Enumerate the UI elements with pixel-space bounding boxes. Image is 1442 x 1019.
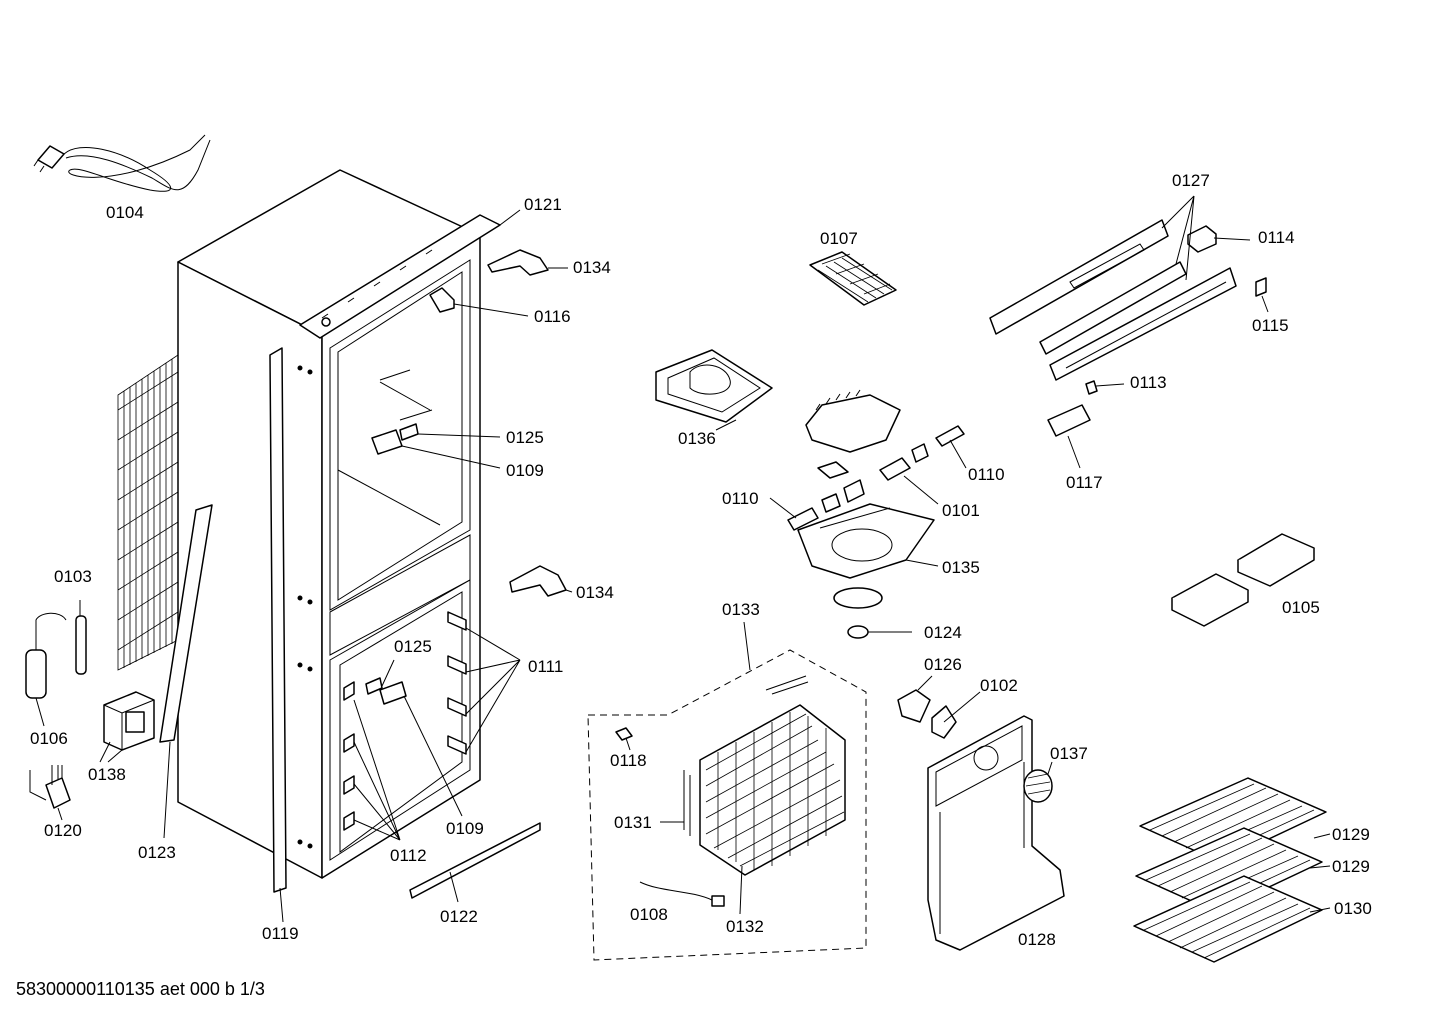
holder-0125-lower: [365, 677, 383, 695]
wire-shelves: [1133, 777, 1327, 963]
label-0110-left: 0110: [722, 489, 759, 508]
cover-0109-lower: [379, 681, 407, 705]
label-0138: 0138: [88, 765, 126, 784]
fan-hub-0124: [847, 625, 869, 639]
rails-0127: [989, 219, 1237, 381]
cabinet-drawing: [177, 169, 501, 893]
label-0125-upper: 0125: [506, 428, 544, 447]
label-0129-mid: 0129: [1332, 857, 1370, 876]
label-0104: 0104: [106, 203, 144, 222]
label-0116: 0116: [534, 307, 571, 326]
cable-0108: [639, 881, 713, 901]
label-0111: 0111: [528, 657, 563, 676]
label-0136: 0136: [678, 429, 716, 448]
label-0131: 0131: [614, 813, 652, 832]
part-0126: [897, 689, 931, 723]
part-0113: [1085, 380, 1098, 395]
label-0115: 0115: [1252, 316, 1289, 335]
power-cord-drawing: [33, 134, 211, 192]
hinge-0134-top: [487, 249, 549, 276]
label-0134-mid: 0134: [576, 583, 614, 602]
fan-shroud-0135: [797, 503, 935, 579]
part-labels: 0104 0121 0134 0116 0125 0109 0134 0103 …: [30, 171, 1372, 949]
label-0120: 0120: [44, 821, 82, 840]
grille-0137: [1023, 769, 1053, 803]
label-0133: 0133: [722, 600, 760, 619]
evaporator-group-0133: [587, 649, 867, 961]
label-0121: 0121: [524, 195, 562, 214]
label-0128: 0128: [1018, 930, 1056, 949]
fan-housing-0136: [655, 349, 773, 423]
label-0119: 0119: [262, 924, 299, 943]
label-0113: 0113: [1130, 373, 1167, 392]
label-0122: 0122: [440, 907, 478, 926]
label-0117: 0117: [1066, 473, 1103, 492]
label-0129-top: 0129: [1332, 825, 1370, 844]
relay-0120: [29, 765, 71, 809]
label-0101: 0101: [942, 501, 980, 520]
door-seal-0123: [159, 504, 213, 743]
part-0115: [1255, 277, 1267, 297]
label-0126: 0126: [924, 655, 962, 674]
ice-packs-0105: [1171, 533, 1315, 627]
label-0118: 0118: [610, 751, 647, 770]
label-0107: 0107: [820, 229, 858, 248]
label-0135: 0135: [942, 558, 980, 577]
leader-lines: [35, 195, 1331, 923]
part-0114: [1187, 225, 1217, 253]
control-box-0138: [103, 691, 155, 751]
label-0102: 0102: [980, 676, 1018, 695]
label-0125-lower: 0125: [394, 637, 432, 656]
connector-0108: [711, 895, 725, 907]
label-0110-right: 0110: [968, 465, 1005, 484]
sensor-parts: [25, 612, 87, 699]
label-0114: 0114: [1258, 228, 1295, 247]
label-0109-lower: 0109: [446, 819, 484, 838]
trim-strip-0122: [409, 822, 541, 899]
label-0103: 0103: [54, 567, 92, 586]
label-0123: 0123: [138, 843, 176, 862]
label-0105: 0105: [1282, 598, 1320, 617]
label-0132: 0132: [726, 917, 764, 936]
label-0108: 0108: [630, 905, 668, 924]
label-0124: 0124: [924, 623, 962, 642]
evaporator-cover-0128: [927, 715, 1065, 951]
label-0106: 0106: [30, 729, 68, 748]
fan-motor-assembly: [787, 389, 965, 531]
label-0112: 0112: [390, 846, 427, 865]
label-0130: 0130: [1334, 899, 1372, 918]
part-0117: [1047, 404, 1091, 437]
label-0109-upper: 0109: [506, 461, 544, 480]
ice-tray-0107: [809, 251, 897, 306]
rear-condenser-grid: [117, 354, 179, 671]
label-0127: 0127: [1172, 171, 1210, 190]
label-0134-top: 0134: [573, 258, 611, 277]
label-0137: 0137: [1050, 744, 1088, 763]
hinge-0134-mid: [509, 565, 567, 597]
drawing-code: 58300000110135 aet 000 b 1/3: [16, 979, 265, 999]
fan-disc: [833, 587, 883, 609]
part-0118: [615, 727, 633, 741]
